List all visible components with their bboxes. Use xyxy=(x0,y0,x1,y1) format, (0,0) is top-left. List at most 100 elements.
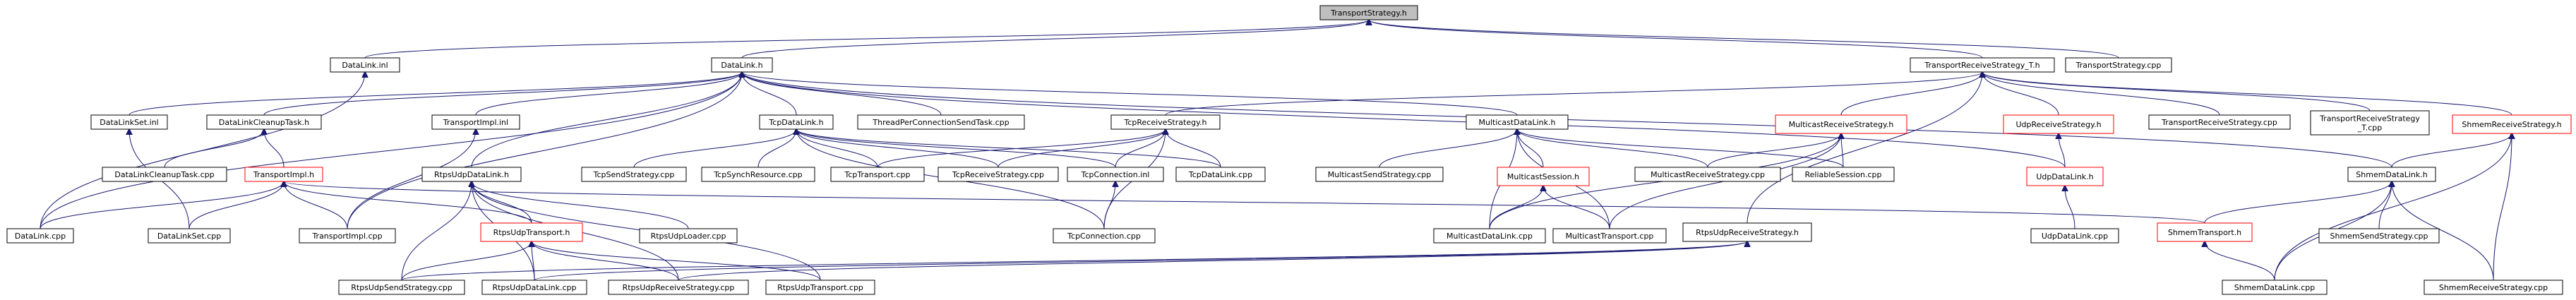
graph-node[interactable]: RtpsUdpReceiveStrategy.cpp xyxy=(608,280,749,295)
graph-node[interactable]: MulticastDataLink.h xyxy=(1466,114,1569,130)
graph-node[interactable]: TcpReceiveStrategy.h xyxy=(1110,114,1221,130)
graph-node[interactable]: TransportImpl.h xyxy=(244,167,323,182)
node-box[interactable] xyxy=(90,114,168,130)
graph-node[interactable]: RtpsUdpDataLink.h xyxy=(421,167,522,182)
node-box[interactable] xyxy=(830,167,925,182)
graph-node[interactable]: ReliableSession.cpp xyxy=(1792,167,1895,182)
graph-node[interactable]: TransportStrategy.cpp xyxy=(2065,57,2172,73)
graph-node[interactable]: DataLinkCleanupTask.h xyxy=(206,114,322,130)
node-box[interactable] xyxy=(701,167,815,182)
graph-node[interactable]: TransportImpl.inl xyxy=(431,114,520,130)
node-box[interactable] xyxy=(711,57,773,73)
node-box[interactable] xyxy=(421,167,522,182)
graph-node[interactable]: DataLink.cpp xyxy=(6,228,74,244)
graph-node[interactable]: UdpReceiveStrategy.h xyxy=(2003,114,2114,134)
node-box[interactable] xyxy=(338,280,465,295)
node-box[interactable] xyxy=(1634,167,1781,182)
graph-node[interactable]: ThreadPerConnectionSendTask.cpp xyxy=(857,114,1025,130)
graph-node[interactable]: MulticastReceiveStrategy.cpp xyxy=(1634,167,1781,182)
node-box[interactable] xyxy=(1110,114,1221,130)
graph-node[interactable]: ShmemDataLink.h xyxy=(2347,167,2436,182)
node-box[interactable] xyxy=(2318,228,2440,244)
node-box[interactable] xyxy=(937,167,1059,182)
graph-node[interactable]: TcpSynchResource.cpp xyxy=(701,167,815,182)
node-box[interactable] xyxy=(1319,5,1418,20)
node-box[interactable] xyxy=(6,228,74,244)
graph-node[interactable]: MulticastReceiveStrategy.h xyxy=(1775,114,1907,134)
graph-node[interactable]: RtpsUdpTransport.h xyxy=(480,222,583,242)
node-box[interactable] xyxy=(2026,167,2104,186)
graph-node[interactable]: TransportStrategy.h xyxy=(1319,5,1418,20)
graph-node[interactable]: RtpsUdpReceiveStrategy.h xyxy=(1682,222,1812,242)
graph-node[interactable]: ShmemSendStrategy.cpp xyxy=(2318,228,2440,244)
graph-node[interactable]: TcpDataLink.cpp xyxy=(1175,167,1266,182)
graph-node[interactable]: ShmemTransport.h xyxy=(2157,222,2253,242)
graph-node[interactable]: TcpSendStrategy.cpp xyxy=(581,167,687,182)
graph-node[interactable]: RtpsUdpDataLink.cpp xyxy=(481,280,587,295)
graph-node[interactable]: UdpDataLink.h xyxy=(2026,167,2104,186)
graph-node[interactable]: MulticastDataLink.cpp xyxy=(1433,228,1546,244)
graph-node[interactable]: TransportImpl.cpp xyxy=(299,228,396,244)
graph-node[interactable]: TransportReceiveStrategy_T.h xyxy=(1910,57,2055,73)
node-box[interactable] xyxy=(1433,228,1546,244)
graph-node[interactable]: RtpsUdpTransport.cpp xyxy=(765,280,875,295)
graph-node[interactable]: DataLinkSet.inl xyxy=(90,114,168,130)
node-box[interactable] xyxy=(2065,57,2172,73)
node-box[interactable] xyxy=(765,280,875,295)
node-box[interactable] xyxy=(2347,167,2436,182)
graph-node[interactable]: DataLinkSet.cpp xyxy=(148,228,231,244)
node-box[interactable] xyxy=(1175,167,1266,182)
node-box[interactable] xyxy=(608,280,749,295)
graph-node[interactable]: TcpConnection.cpp xyxy=(1053,228,1156,244)
node-box[interactable] xyxy=(1682,222,1812,242)
node-box[interactable] xyxy=(2148,114,2291,130)
node-box[interactable] xyxy=(1497,167,1590,186)
node-box[interactable] xyxy=(1552,228,1667,244)
node-box[interactable] xyxy=(2030,228,2119,244)
graph-node[interactable]: UdpDataLink.cpp xyxy=(2030,228,2119,244)
node-box[interactable] xyxy=(102,167,227,182)
node-box[interactable] xyxy=(2003,114,2114,134)
graph-node[interactable]: DataLink.h xyxy=(711,57,773,73)
graph-node[interactable]: RtpsUdpLoader.cpp xyxy=(639,228,738,244)
graph-node[interactable]: MulticastSendStrategy.cpp xyxy=(1315,167,1444,182)
graph-node[interactable]: TcpConnection.inl xyxy=(1067,167,1164,182)
node-box[interactable] xyxy=(480,222,583,242)
graph-node[interactable]: TcpDataLink.h xyxy=(759,114,834,130)
graph-node[interactable]: TransportReceiveStrategy.cpp xyxy=(2148,114,2291,130)
node-box[interactable] xyxy=(206,114,322,130)
node-box[interactable] xyxy=(2157,222,2253,242)
node-box[interactable] xyxy=(857,114,1025,130)
graph-node[interactable]: DataLinkCleanupTask.cpp xyxy=(102,167,227,182)
node-box[interactable] xyxy=(1315,167,1444,182)
graph-node[interactable]: MulticastSession.h xyxy=(1497,167,1590,186)
graph-node[interactable]: RtpsUdpSendStrategy.cpp xyxy=(338,280,465,295)
node-box[interactable] xyxy=(2222,280,2328,295)
node-box[interactable] xyxy=(299,228,396,244)
graph-node[interactable]: TcpReceiveStrategy.cpp xyxy=(937,167,1059,182)
node-box[interactable] xyxy=(581,167,687,182)
graph-node[interactable]: ShmemReceiveStrategy.h xyxy=(2452,114,2572,134)
node-box[interactable] xyxy=(2452,114,2572,134)
node-box[interactable] xyxy=(1053,228,1156,244)
node-box[interactable] xyxy=(1466,114,1569,130)
node-box[interactable] xyxy=(2424,280,2563,295)
graph-node[interactable]: TransportReceiveStrategy_T.cpp xyxy=(2310,110,2430,136)
node-box[interactable] xyxy=(639,228,738,244)
node-box[interactable] xyxy=(244,167,323,182)
node-box[interactable] xyxy=(1775,114,1907,134)
graph-node[interactable]: TcpTransport.cpp xyxy=(830,167,925,182)
graph-node[interactable]: ShmemReceiveStrategy.cpp xyxy=(2424,280,2563,295)
node-box[interactable] xyxy=(330,57,400,73)
node-box[interactable] xyxy=(431,114,520,130)
graph-node[interactable]: MulticastTransport.cpp xyxy=(1552,228,1667,244)
node-box[interactable] xyxy=(1067,167,1164,182)
graph-node[interactable]: DataLink.inl xyxy=(330,57,400,73)
node-box[interactable] xyxy=(148,228,231,244)
graph-node[interactable]: ShmemDataLink.cpp xyxy=(2222,280,2328,295)
node-box[interactable] xyxy=(1910,57,2055,73)
node-box[interactable] xyxy=(1792,167,1895,182)
node-box[interactable] xyxy=(759,114,834,130)
node-box[interactable] xyxy=(481,280,587,295)
node-box[interactable] xyxy=(2310,110,2430,136)
